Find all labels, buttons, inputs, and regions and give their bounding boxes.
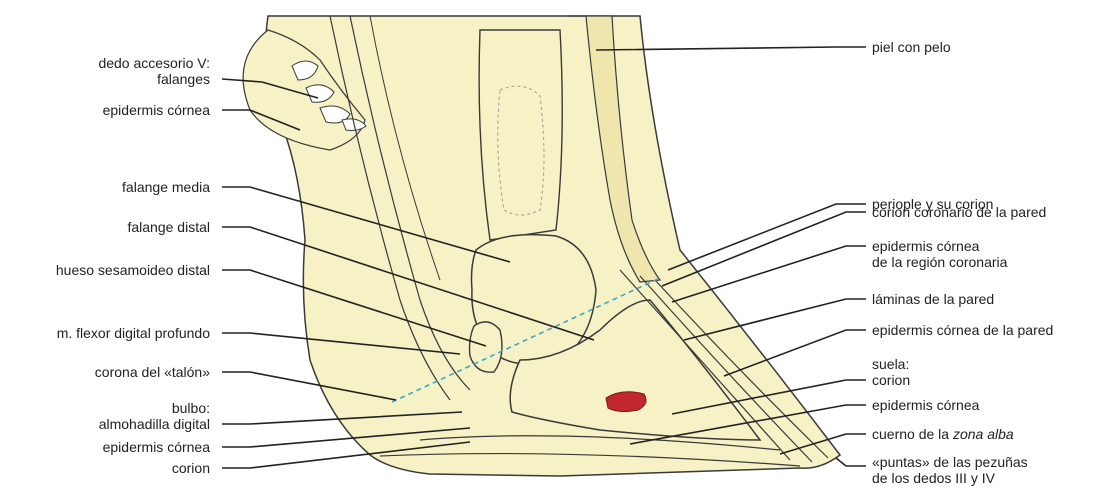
- red-spot: [606, 392, 646, 412]
- label-epidermis-pared: epidermis córnea de la pared: [872, 322, 1053, 338]
- label-flexor-digital: m. flexor digital profundo: [57, 325, 210, 341]
- label-laminas: láminas de la pared: [872, 291, 994, 307]
- label-suela: suela:: [872, 356, 909, 372]
- label-cuerno-italic: zona alba: [953, 426, 1014, 442]
- label-epidermis-cornea-bottom: epidermis córnea: [103, 439, 210, 455]
- leader-periople: [668, 204, 866, 270]
- label-bulbo: bulbo:: [172, 400, 210, 416]
- label-puntas-1: «puntas» de las pezuñas: [872, 454, 1028, 470]
- label-falange-distal: falange distal: [127, 219, 210, 235]
- label-almohadilla: almohadilla digital: [99, 416, 210, 432]
- label-suela-corion: corion: [872, 372, 910, 388]
- label-cuerno-zona-alba: cuerno de la zona alba: [872, 426, 1014, 442]
- label-epidermis-coronaria-1: epidermis córnea: [872, 238, 979, 254]
- label-corion: corion: [172, 460, 210, 476]
- leader-puntas: [836, 458, 866, 466]
- label-corona-talon: corona del «talón»: [95, 364, 210, 380]
- label-falanges: falanges: [157, 71, 210, 87]
- label-epidermis-cornea-top: epidermis córnea: [103, 102, 210, 118]
- label-piel-con-pelo: piel con pelo: [872, 39, 951, 55]
- label-cuerno-prefix: cuerno de la: [872, 426, 953, 442]
- label-dedo-accesorio: dedo accesorio V:: [98, 55, 210, 71]
- label-hueso-sesamoideo: hueso sesamoideo distal: [56, 262, 210, 278]
- label-epidermis-coronaria-2: de la región coronaria: [872, 254, 1007, 270]
- middle-phalanx-top: [479, 30, 562, 240]
- label-suela-epidermis: epidermis córnea: [872, 397, 979, 413]
- label-corion-coronario: corion coronario de la pared: [872, 204, 1046, 220]
- label-falange-media: falange media: [122, 179, 210, 195]
- label-puntas-2: de los dedos III y IV: [872, 470, 995, 486]
